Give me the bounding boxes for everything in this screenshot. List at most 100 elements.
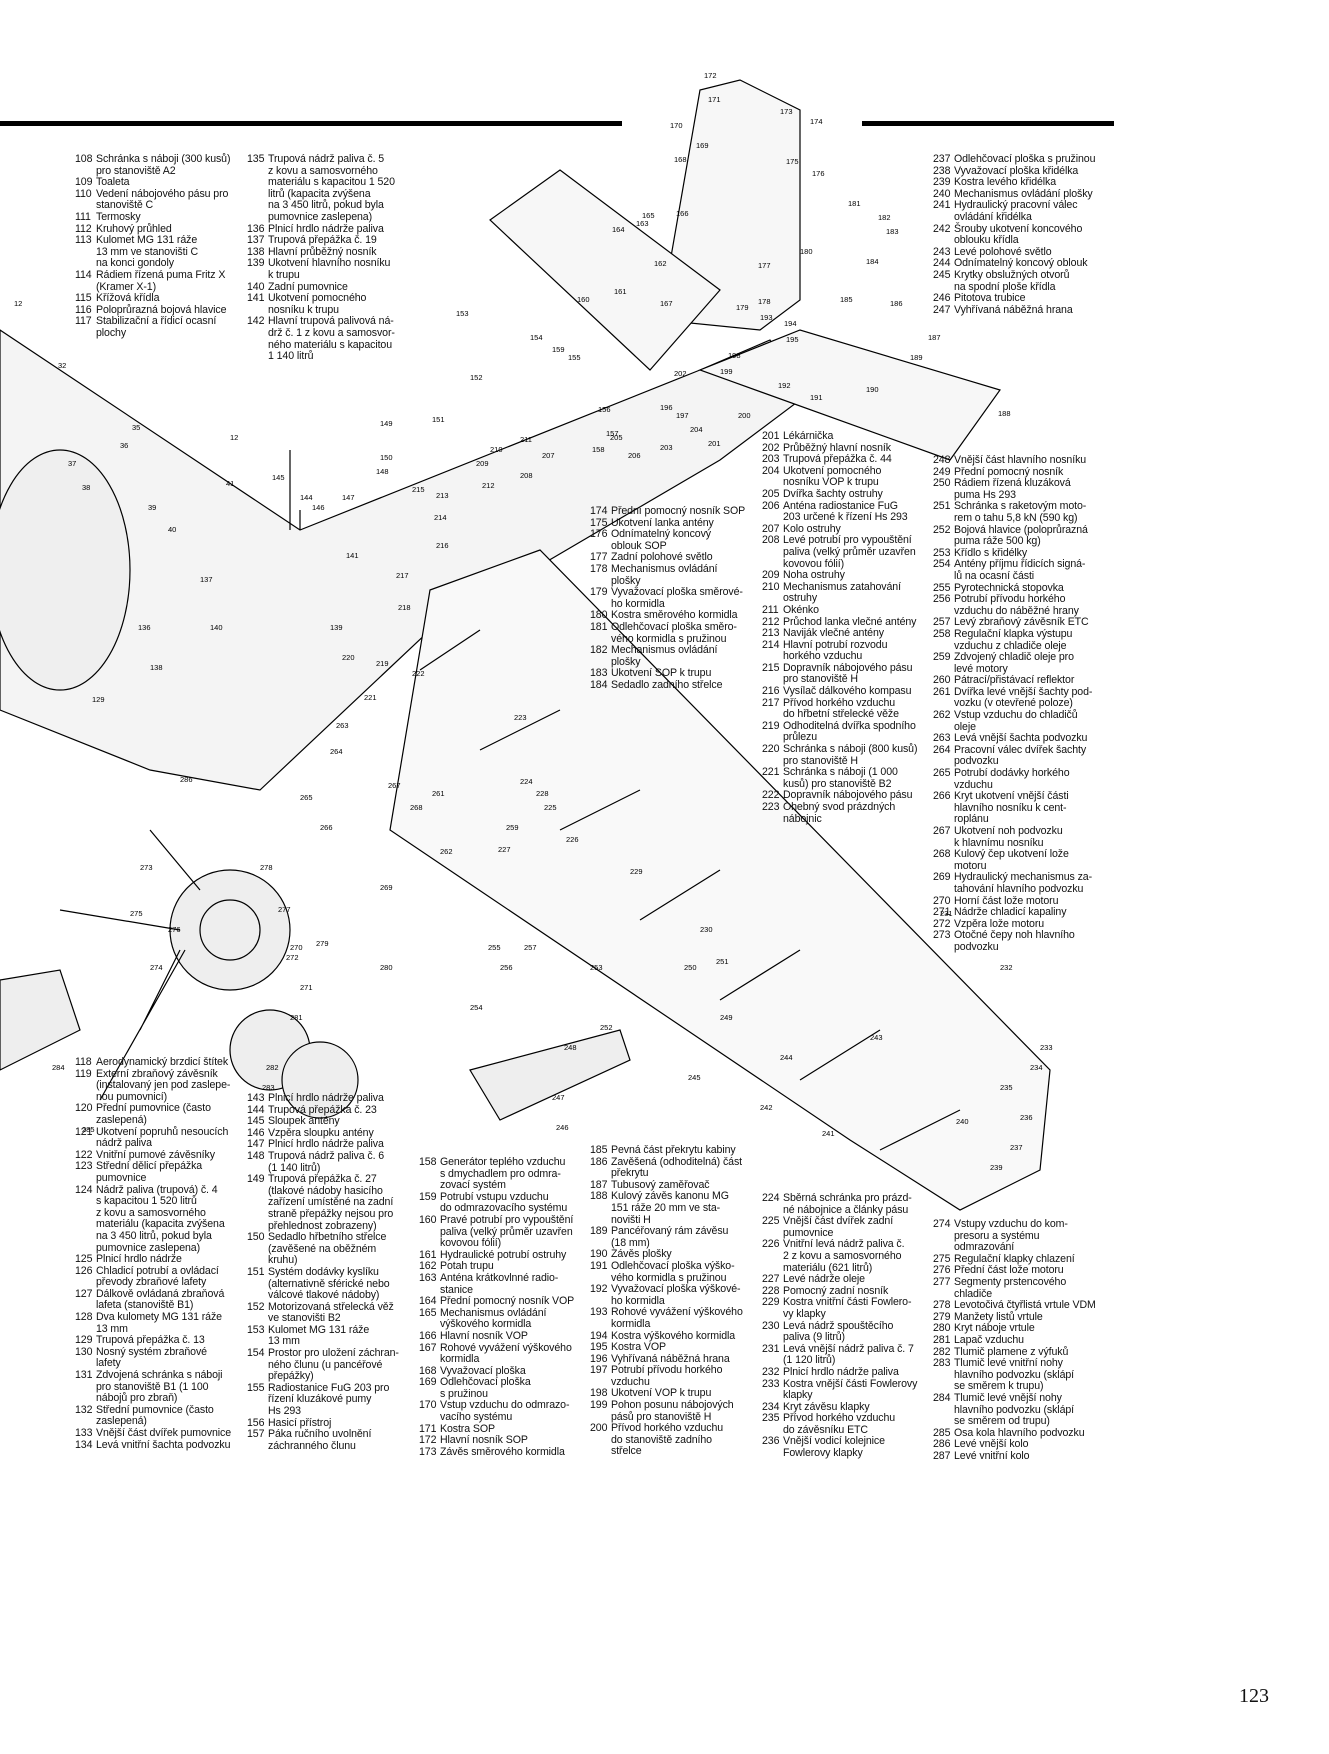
callout: 212 <box>482 481 495 490</box>
legend-item-number: 169 <box>419 1376 437 1389</box>
callout: 146 <box>312 503 325 512</box>
legend-item-number: 150 <box>247 1231 265 1244</box>
legend-item-number: 251 <box>933 500 951 513</box>
legend-item-text: Kostra vnitřní části Fowlero- vy klapky <box>783 1296 912 1320</box>
callout: 224 <box>520 777 533 786</box>
legend-item-number: 194 <box>590 1329 608 1342</box>
callout: 35 <box>132 423 140 432</box>
legend-item-number: 111 <box>75 210 91 223</box>
legend-item-number: 126 <box>75 1264 93 1277</box>
legend-item-text: Stabilizační a řídicí ocasní plochy <box>96 315 217 339</box>
legend-item-text: Pancéřovaný rám závěsu (18 mm) <box>611 1225 729 1249</box>
legend-item-text: Schránka s náboji (1 000 kusů) pro stano… <box>783 766 898 790</box>
callout: 222 <box>412 669 425 678</box>
legend-item-number: 206 <box>762 499 780 512</box>
legend-item-text: Zavěšená (odhoditelná) část překrytu <box>611 1155 742 1180</box>
top-rule-left <box>0 121 622 126</box>
legend-item-number: 246 <box>933 292 951 305</box>
callout: 163 <box>636 219 649 228</box>
legend-item-text: Závěs směrového kormidla <box>440 1445 565 1458</box>
legend-item-number: 201 <box>762 430 780 442</box>
legend-item-text: Hydraulické potrubí ostruhy <box>440 1248 567 1261</box>
cutaway-aircraft-drawing: 12 32 35 36 37 38 39 40 41 12 129 136 13… <box>0 71 1053 1211</box>
callout: 197 <box>676 411 689 420</box>
callout: 171 <box>708 95 721 104</box>
callout: 201 <box>708 439 721 448</box>
legend-item-text: Naviják vlečné antény <box>783 627 884 640</box>
legend-item-number: 213 <box>762 627 780 640</box>
callout: 148 <box>376 467 389 476</box>
legend-item-number: 278 <box>933 1299 951 1312</box>
legend-item-text: Kruhový průhled <box>96 222 172 235</box>
legend-item-number: 226 <box>762 1238 780 1251</box>
legend-item-number: 263 <box>933 732 951 745</box>
callout: 225 <box>544 803 557 812</box>
legend-item-number: 244 <box>933 257 951 270</box>
legend-item-text: Mechanismus zatahování ostruhy <box>783 580 901 605</box>
legend-item-number: 157 <box>247 1428 265 1441</box>
callout: 187 <box>928 333 941 342</box>
legend-item-text: Pracovní válec dvířek šachty podvozku <box>954 743 1087 768</box>
legend-item-number: 184 <box>590 678 608 691</box>
callout: 250 <box>684 963 697 972</box>
legend-item-number: 165 <box>419 1306 437 1319</box>
callout: 219 <box>376 659 389 668</box>
callout: 273 <box>140 863 153 872</box>
callout: 270 <box>290 943 303 952</box>
legend-item-text: Přední pumovnice (často zaslepená) <box>96 1102 211 1126</box>
legend-item-number: 177 <box>590 551 608 564</box>
legend-item-text: Kostra výškového kormidla <box>611 1329 736 1342</box>
legend-item-number: 239 <box>933 176 951 189</box>
callout: 285 <box>82 1125 95 1134</box>
callout: 195 <box>786 335 799 344</box>
legend-item-number: 235 <box>762 1412 780 1425</box>
callout: 217 <box>396 571 409 580</box>
callout: 230 <box>700 925 713 934</box>
callout: 190 <box>866 385 879 394</box>
legend-item-number: 187 <box>590 1178 608 1191</box>
legend-item-text: Trupová nádrž paliva č. 6 (1 140 litrů) <box>268 1149 385 1174</box>
legend-item-text: Potah trupu <box>440 1260 494 1273</box>
callout: 141 <box>346 551 359 560</box>
legend-item-text: Mechanismus ovládání plošky <box>611 562 718 587</box>
legend-item-text: Sloupek antény <box>268 1115 340 1128</box>
legend-item-number: 256 <box>933 593 951 606</box>
callout: 37 <box>68 459 76 468</box>
legend-item-number: 231 <box>762 1342 780 1355</box>
legend-item-text: Pohon posunu nábojových pásů pro stanovi… <box>611 1399 734 1423</box>
legend-item-number: 264 <box>933 743 951 756</box>
legend-item-text: Levý zbraňový závěsník ETC <box>954 616 1089 629</box>
legend-item-text: Vnější vodicí kolejnice Fowlerovy klapky <box>783 1435 885 1460</box>
callout: 174 <box>810 117 823 126</box>
legend-item-number: 142 <box>247 315 265 328</box>
callout: 257 <box>524 943 537 952</box>
